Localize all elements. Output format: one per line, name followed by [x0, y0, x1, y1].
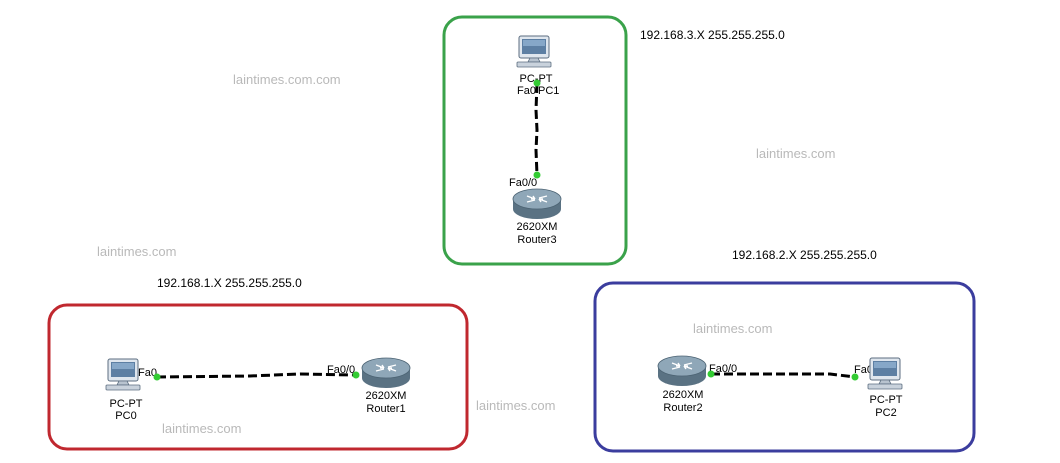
router2-name-label: Router2 [663, 402, 702, 414]
pc0-type-label: PC-PT [110, 398, 143, 410]
pc-icon[interactable] [867, 357, 903, 390]
network-label-red: 192.168.1.X 255.255.255.0 [157, 276, 302, 290]
network-label-blue: 192.168.2.X 255.255.255.0 [732, 248, 877, 262]
network-label-green: 192.168.3.X 255.255.255.0 [640, 28, 785, 42]
watermark-text: laintimes.com [97, 244, 176, 259]
router3-type-label: 2620XM [517, 221, 558, 233]
router1-port-label: Fa0/0 [327, 364, 355, 376]
pc-icon[interactable] [105, 358, 141, 391]
pc2-name-label: PC2 [875, 407, 896, 419]
link-status-dot [707, 370, 715, 378]
network-area-blue [593, 281, 976, 453]
router1-name-label: Router1 [366, 403, 405, 415]
network-area-red [47, 303, 469, 451]
pc2-port-label: Fa0 [854, 364, 873, 376]
link-status-dot [533, 79, 541, 87]
router-icon[interactable] [657, 355, 707, 387]
link-status-dot [851, 373, 859, 381]
link-router2-pc2[interactable] [711, 372, 856, 379]
link-status-dot [153, 373, 161, 381]
router-icon[interactable] [512, 188, 562, 220]
pc-icon[interactable] [516, 35, 552, 68]
network-area-green [442, 15, 628, 266]
link-pc0-router1[interactable] [156, 372, 357, 379]
link-pc1-router3[interactable] [534, 83, 539, 176]
watermark-text: laintimes.com [476, 398, 555, 413]
watermark-text: laintimes.com.com [233, 72, 341, 87]
link-status-dot [533, 171, 541, 179]
pc0-name-label: PC0 [115, 410, 136, 422]
router-icon[interactable] [361, 357, 411, 389]
watermark-text: laintimes.com [693, 321, 772, 336]
router3-name-label: Router3 [517, 234, 556, 246]
pc0-port-label: Fa0 [138, 367, 157, 379]
link-status-dot [352, 371, 360, 379]
pc1-name-label: PC1 [538, 85, 559, 97]
watermark-text: laintimes.com [162, 421, 241, 436]
router2-type-label: 2620XM [663, 389, 704, 401]
watermark-text: laintimes.com [756, 146, 835, 161]
router3-port-label: Fa0/0 [509, 177, 537, 189]
pc1-type-label: PC-PT [520, 73, 553, 85]
router1-type-label: 2620XM [366, 390, 407, 402]
pc1-port-label: Fa0 [517, 85, 536, 97]
pc2-type-label: PC-PT [870, 394, 903, 406]
router2-port-label: Fa0/0 [709, 363, 737, 375]
